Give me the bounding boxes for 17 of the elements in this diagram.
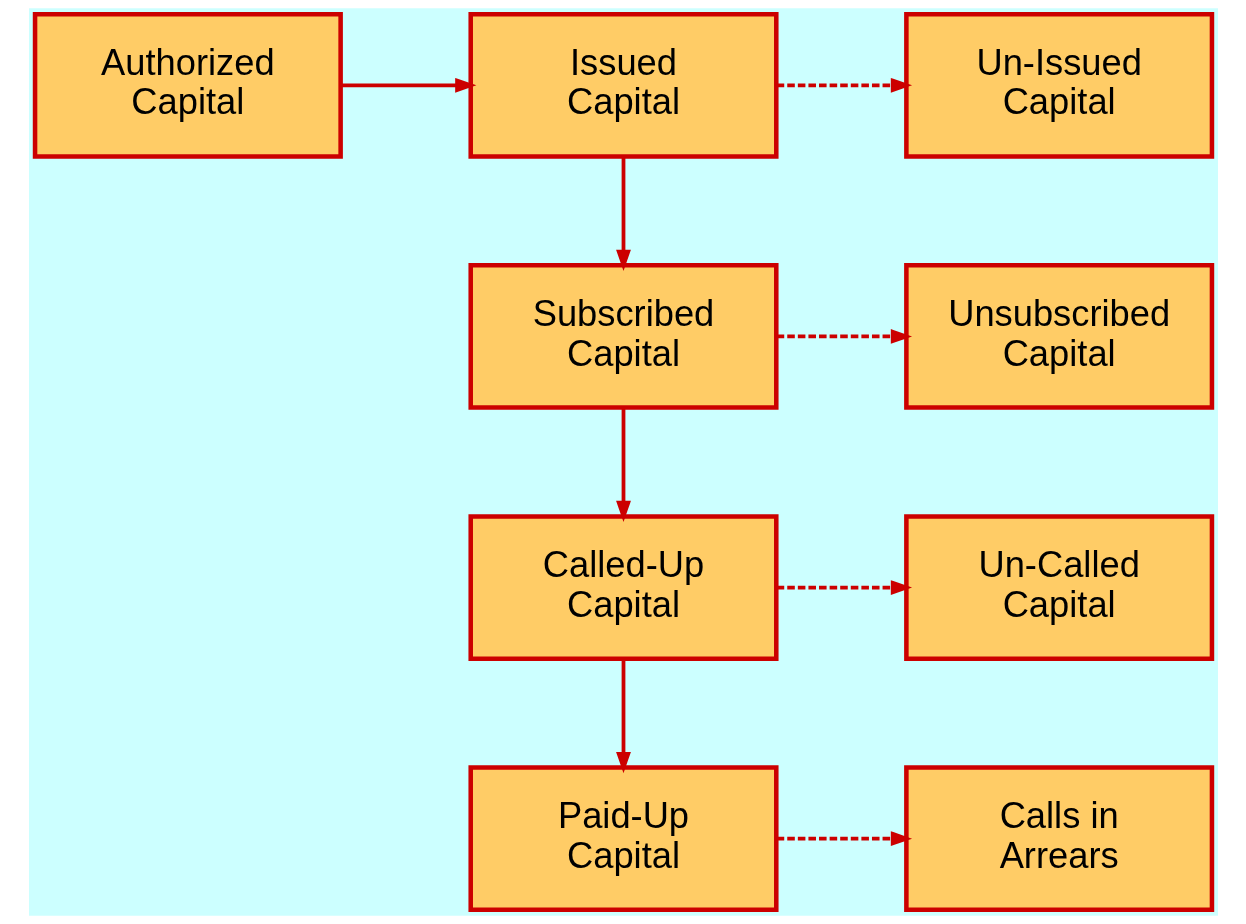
node-box: Authorized Capital	[32, 11, 343, 159]
arrow	[340, 77, 476, 93]
node-box: Unsubscribed Capital	[903, 263, 1214, 410]
arrow	[776, 77, 912, 93]
node-box: Calls in Arrears	[903, 765, 1214, 913]
node-box: Issued Capital	[467, 11, 779, 159]
node-box: Un-Issued Capital	[903, 11, 1214, 159]
node-box: Subscribed Capital	[467, 263, 779, 410]
node-box: Called-Up Capital	[467, 514, 779, 661]
arrow	[776, 580, 912, 595]
arrow	[615, 156, 631, 271]
node-box: Un-Called Capital	[903, 514, 1214, 661]
node-box: Paid-Up Capital	[467, 765, 779, 913]
arrow	[615, 658, 631, 774]
arrow	[776, 329, 912, 344]
arrow	[615, 407, 631, 523]
arrow	[776, 831, 912, 847]
